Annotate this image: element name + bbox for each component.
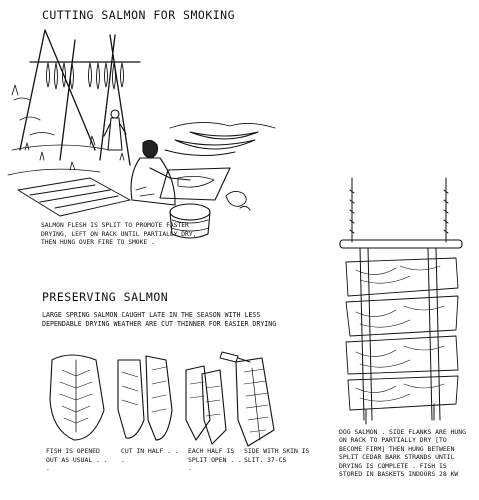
smoking-title: CUTTING SALMON FOR SMOKING xyxy=(42,8,236,22)
preserving-intro: LARGE SPRING SALMON CAUGHT LATE IN THE S… xyxy=(42,311,277,328)
step-cut-halves xyxy=(117,355,173,441)
step-caption-split: EACH HALF IS SPLIT OPEN . . . xyxy=(188,447,242,472)
drying-rack-scene xyxy=(7,29,276,239)
smoking-caption: SALMON FLESH IS SPLIT TO PROMOTE FASTER … xyxy=(41,222,197,246)
step-caption-opened: FISH IS OPENED OUT AS USUAL . . . xyxy=(46,447,108,472)
bark-strand-right xyxy=(427,247,441,421)
fish-flanks xyxy=(345,257,459,411)
hanging-fish xyxy=(46,62,124,90)
rack-crossbar xyxy=(339,239,463,249)
step-caption-skin: SIDE WITH SKIN IS SLIT. 37-CS xyxy=(244,447,310,464)
rack-rope-left xyxy=(349,177,355,243)
rocks xyxy=(225,191,251,211)
grass-tufts xyxy=(11,84,125,171)
hills xyxy=(169,122,276,129)
bark-strand-left xyxy=(359,247,373,421)
rack-bottom-ropes xyxy=(365,403,435,425)
dog-salmon-rack xyxy=(339,177,463,425)
step-opened-fish xyxy=(49,354,105,441)
step-caption-cut: CUT IN HALF . . . xyxy=(121,447,179,464)
basket xyxy=(169,203,211,239)
canoes xyxy=(164,131,259,157)
dog-salmon-caption: DOG SALMON . SIDE FLANKS ARE HUNG ON RAC… xyxy=(339,428,466,479)
step-skin-slit xyxy=(235,357,275,447)
seated-woman xyxy=(130,139,191,206)
drying-mat xyxy=(17,177,131,217)
step-halves-split xyxy=(185,351,251,445)
cutting-board xyxy=(159,167,231,201)
rack-rope-right xyxy=(443,177,449,243)
rack-poles xyxy=(19,29,141,166)
ground-lines xyxy=(7,97,111,176)
standing-figure xyxy=(103,109,127,151)
preserving-title: PRESERVING SALMON xyxy=(42,290,169,304)
board-fish xyxy=(177,176,215,188)
